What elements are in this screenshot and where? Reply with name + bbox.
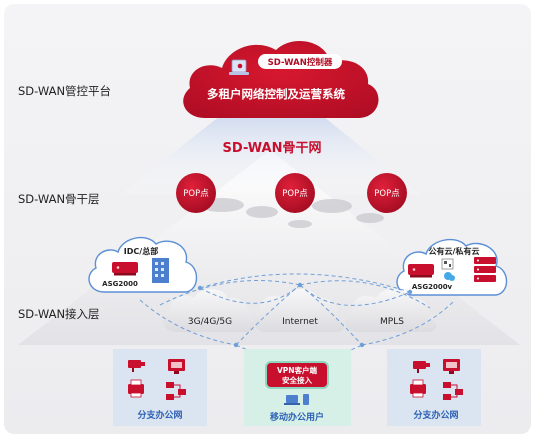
link-label-internet: Internet (282, 317, 318, 327)
router-icon (112, 262, 138, 276)
controller-server-icon (229, 59, 249, 75)
vpn-line-2: 安全接入 (282, 375, 312, 385)
link-cloud-mobile: 3G/4G/5G (162, 289, 255, 332)
monitor-icon (168, 359, 185, 374)
backbone-title: SD-WAN骨干网 (223, 141, 322, 156)
mobile-users-panel: VPN客户端 安全接入 移动办公用户 (244, 349, 351, 426)
layer-label-access: SD-WAN接入层 (18, 307, 100, 321)
vpn-client-badge (265, 361, 329, 389)
phone-icon (303, 394, 309, 405)
branch-office-right: 分支办公网 (387, 349, 481, 426)
network-topology-icon (166, 382, 186, 400)
controller-cloud: SD-WAN控制器 多租户网络控制及运营系统 (183, 40, 379, 118)
camera-icon-right (413, 361, 430, 373)
vpn-line-1: VPN客户端 (277, 365, 318, 375)
pop-node-2: POP点 (275, 173, 315, 213)
pop-label-2: POP点 (282, 189, 308, 199)
pop-node-3: POP点 (367, 173, 407, 213)
cloud-site-title: 公有云/私有云 (429, 246, 480, 256)
cloud-router-icon (408, 264, 434, 278)
datacenter-device: ASG2000 (102, 280, 138, 288)
qr-app-icon (441, 258, 454, 270)
controller-badge (258, 54, 342, 69)
controller-badge-label: SD-WAN控制器 (268, 57, 333, 68)
server-rack-icon (474, 257, 496, 282)
cloud-service-icon (444, 272, 455, 281)
branch-right-label: 分支办公网 (413, 409, 458, 421)
link-label-mobile: 3G/4G/5G (188, 317, 232, 327)
camera-icon (128, 360, 145, 372)
datacenter-cloud: IDC/总部 ASG2000 (88, 236, 198, 293)
pop-label-1: POP点 (183, 189, 209, 199)
cloud-site-device: ASG2000v (412, 283, 453, 291)
printer-icon-right (410, 379, 426, 398)
controller-title: 多租户网络控制及运营系统 (207, 87, 345, 101)
layer-label-platform: SD-WAN管控平台 (18, 84, 111, 98)
monitor-icon-right (443, 359, 460, 374)
pop-label-3: POP点 (374, 189, 400, 199)
pop-node-1: POP点 (176, 173, 216, 213)
laptop-icon (284, 395, 300, 405)
printer-icon (128, 379, 144, 398)
building-icon (152, 258, 169, 283)
mobile-users-label: 移动办公用户 (270, 411, 324, 423)
cloud-site: 公有云/私有云 ASG2000v (396, 238, 508, 296)
layer-label-backbone: SD-WAN骨干层 (18, 192, 100, 206)
datacenter-title: IDC/总部 (124, 246, 158, 256)
branch-left-label: 分支办公网 (137, 409, 182, 421)
link-label-mpls: MPLS (380, 317, 404, 327)
branch-office-left: 分支办公网 (113, 349, 207, 426)
network-topology-icon-right (443, 382, 463, 400)
link-cloud-mpls: MPLS (344, 289, 437, 332)
